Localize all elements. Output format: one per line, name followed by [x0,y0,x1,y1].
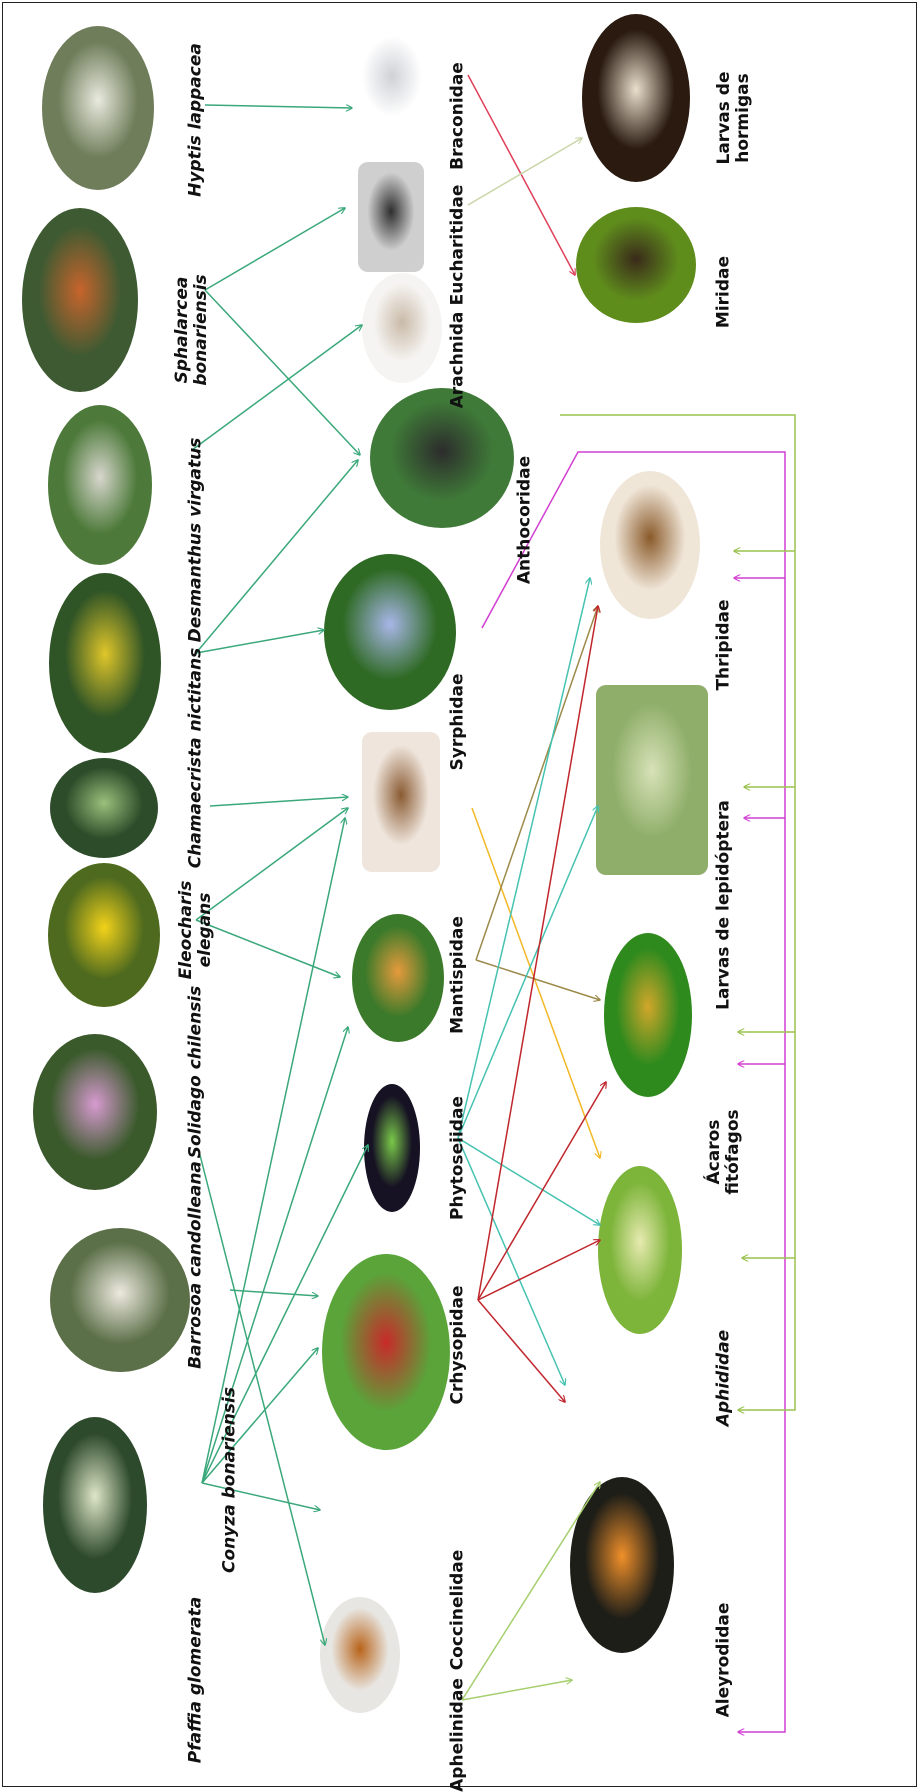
plant-photo-barrosoa-candolleana [33,1034,157,1190]
plant-photo-hyptis-lappacea [42,26,154,190]
enemy-photo-anthocoridae [370,388,514,528]
link-braconidae-miridae [468,75,575,275]
link-sphalarcea-anthocoridae [205,290,360,455]
prey-photo-thripidae [600,471,700,619]
link-pfaffia-mantispidae [202,818,345,1483]
enemy-photo-arachnida [362,273,442,383]
link-chamaecrista-syrphidae [196,630,324,653]
link-coccinelidae-thripidae [478,606,598,1300]
prey-photo-aphididae [598,1166,682,1334]
enemy-photo-coccinelidae [322,1254,450,1450]
enemy-photo-aphelinidae [320,1597,400,1713]
plant-photo-solidago-chilensis [48,863,160,1007]
plant-photo-sphalarcea-bonariensis [22,208,138,392]
enemy-photo-eucharitidae [358,162,424,272]
link-crhysopidae-aleyrodidae [458,1138,565,1385]
link-eleocharis-mantispidae [210,797,348,806]
plant-photo-conyza-bonariensis [50,1228,190,1372]
prey-photo-miridae [576,207,696,323]
link-mantispidae-aphididae [472,808,600,1158]
prey-photo-larvas-de-lepidoptera [596,685,708,875]
plant-photo-pfaffia-glomerata [43,1417,147,1593]
enemy-photo-mantispidae [362,732,440,872]
link-sphalarcea-eucharitidae [205,208,345,290]
link-eucharitidae-larvas-hormigas [468,138,582,205]
link-crhysopidae-lepidoptera [458,806,598,1138]
prey-photo-acaros-fitofagos [604,933,692,1097]
enemy-photo-crhysopidae [364,1084,420,1212]
link-crhysopidae-thripidae [458,578,590,1138]
prey-photo-larvas-de-hormigas [582,14,690,182]
enemy-photo-phytoseiidae [352,914,444,1042]
link-solidago-phytoseiidae [196,920,340,977]
plant-photo-desmanthus-virgatus [48,405,152,565]
plant-photo-chamaecrista-nictitans [49,573,161,753]
link-desmanthus-arachnida [192,325,362,450]
plant-photo-eleocharis-elegans [50,758,158,858]
link-solidago-mantispidae [196,808,348,920]
link-hyptis-braconidae [205,105,352,108]
link-phytoseiidae-thripidae [476,606,598,960]
link-aphelinidae-aleyrodidae [462,1680,572,1700]
link-coccinelidae-aleyrodidae [478,1300,565,1402]
enemy-photo-syrphidae [324,554,456,710]
enemy-photo-braconidae [350,26,434,138]
